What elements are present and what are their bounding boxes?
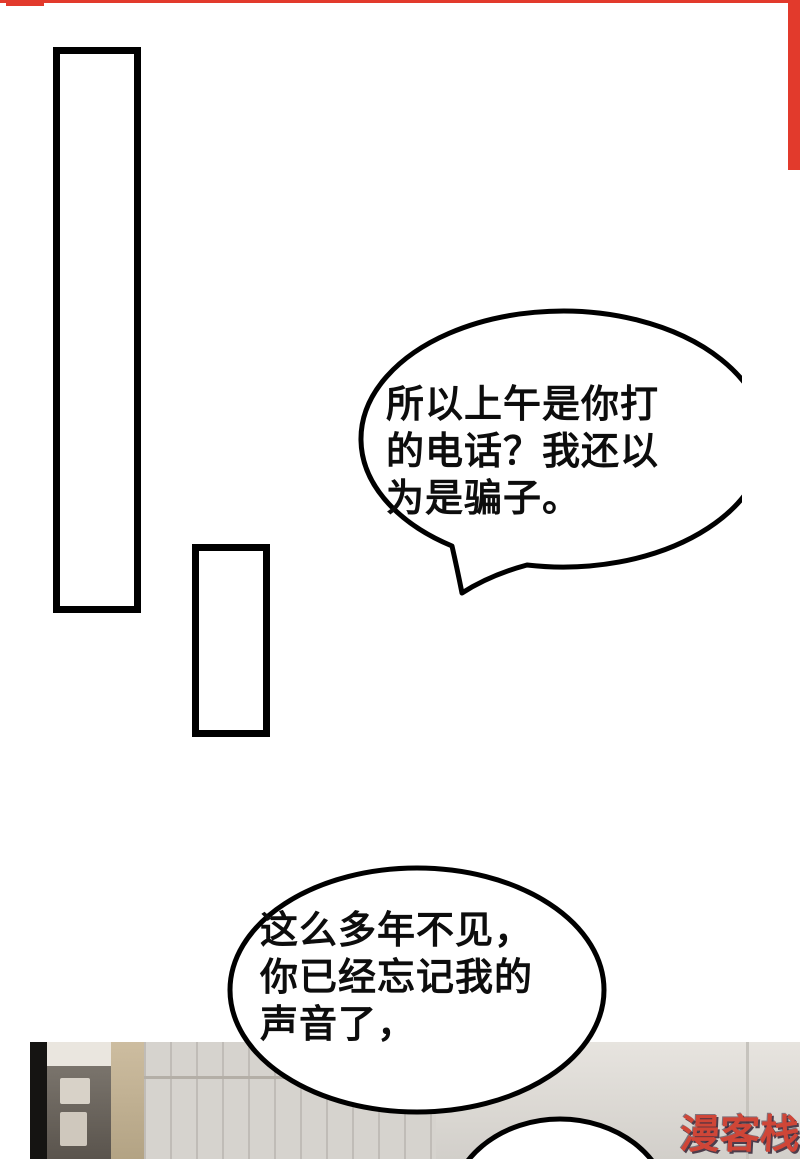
bubble-2-line-2: 你已经忘记我的 (260, 957, 534, 999)
panel-frame-small (192, 544, 270, 737)
speech-bubble-2-text: 这么多年不见， 你已经忘记我的 声音了， (260, 908, 533, 1049)
speech-bubble-2 (227, 865, 607, 1115)
panel-frame-tall (53, 47, 141, 613)
photo-left-black-bar (30, 1042, 47, 1159)
bubble-1-line-2: 的电话？我还以 (386, 431, 660, 473)
watermark-logo: 漫客栈 (678, 1113, 800, 1157)
bubble-1-line-1: 所以上午是你打 (386, 384, 660, 426)
right-red-edge-bar (788, 0, 800, 170)
bubble-2-line-3: 声音了， (260, 1004, 417, 1046)
photo-light-switch-bottom (60, 1112, 87, 1146)
top-left-red-dash (6, 0, 44, 6)
bubble-2-line-1: 这么多年不见， (260, 910, 534, 952)
speech-bubble-1 (358, 308, 742, 596)
photo-door-frame (111, 1042, 144, 1159)
speech-bubble-1-text: 所以上午是你打 的电话？我还以 为是骗子。 (386, 382, 659, 523)
photo-light-switch-top (60, 1078, 90, 1104)
bubble-1-line-3: 为是骗子。 (386, 478, 582, 520)
photo-wall-seam (746, 1042, 749, 1159)
top-red-edge-line (0, 0, 800, 3)
speech-bubble-3-partial (466, 1116, 654, 1159)
